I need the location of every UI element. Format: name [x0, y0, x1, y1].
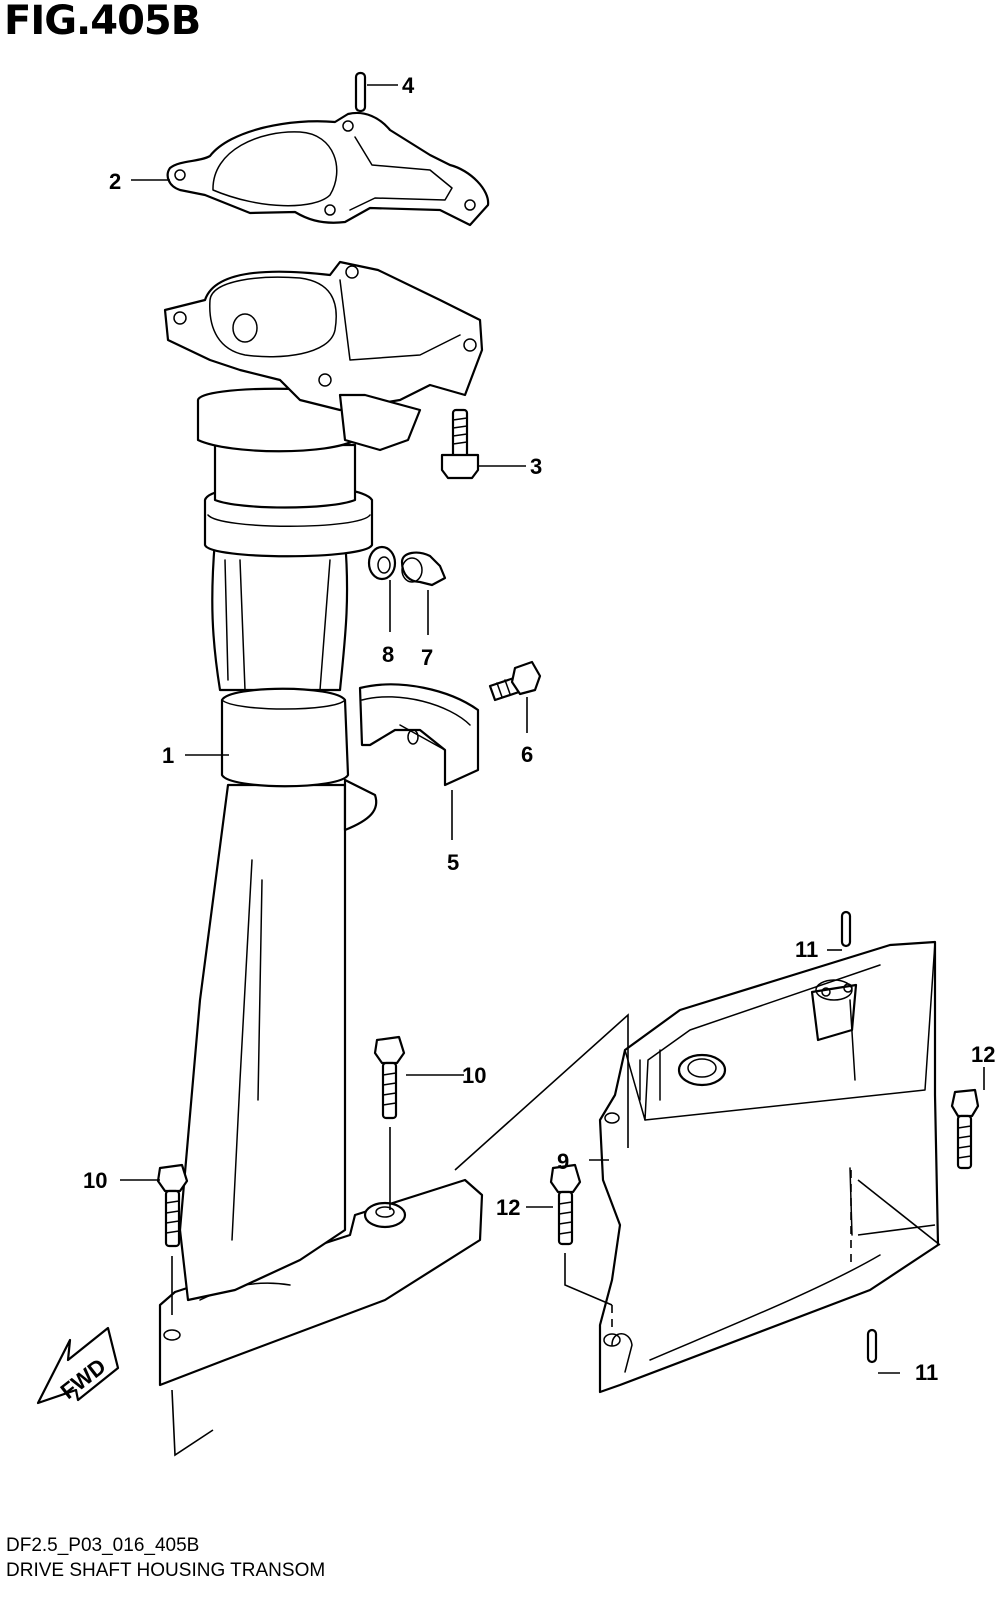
callout-7: 7	[421, 645, 433, 670]
diagram-code: DF2.5_P03_016_405B	[6, 1535, 200, 1556]
callout-9: 9	[557, 1149, 569, 1174]
callout-12-right: 12	[971, 1042, 995, 1067]
callout-11-lower: 11	[915, 1360, 938, 1385]
dowel-pin-part-4	[354, 71, 367, 113]
gasket-part-2	[166, 111, 490, 227]
diagram-caption: DRIVE SHAFT HOUSING TRANSOM	[6, 1560, 326, 1581]
assembly-guide-lines	[171, 1013, 941, 1457]
figure-title: FIG.405B	[4, 0, 201, 44]
plug-screw-part-7	[400, 551, 447, 587]
bolt-part-3	[440, 408, 480, 480]
callout-10-lower: 10	[83, 1168, 107, 1193]
callout-1: 1	[162, 743, 174, 768]
callout-11-upper: 11	[795, 937, 818, 962]
fwd-direction-arrow: FWD	[36, 1326, 120, 1405]
dowel-pin-part-11-lower	[866, 1328, 878, 1364]
bolt-part-12-lower	[549, 1163, 582, 1246]
callout-labels: 4 2 3 8 7 6 1 5 11 10 12 9 10 12 11	[83, 73, 995, 1385]
callout-8: 8	[382, 642, 394, 667]
bolt-part-10-lower	[156, 1163, 189, 1248]
bolt-part-12-right	[950, 1088, 980, 1170]
clamp-bracket-part-5	[358, 683, 480, 787]
callout-6: 6	[521, 742, 533, 767]
transom-cover-part-9	[598, 940, 940, 1394]
callout-3: 3	[530, 454, 542, 479]
washer-part-8	[367, 545, 397, 581]
bolt-part-6	[488, 660, 542, 702]
callout-10-upper: 10	[462, 1063, 486, 1088]
dowel-pin-part-11-upper	[840, 910, 852, 948]
drive-shaft-housing-part-1	[158, 260, 484, 1387]
callout-12-lower: 12	[496, 1195, 520, 1220]
callout-leaders	[120, 84, 985, 1374]
bolt-part-10-upper	[373, 1035, 406, 1120]
callout-4: 4	[402, 73, 415, 98]
callout-5: 5	[447, 850, 459, 875]
callout-2: 2	[109, 169, 121, 194]
